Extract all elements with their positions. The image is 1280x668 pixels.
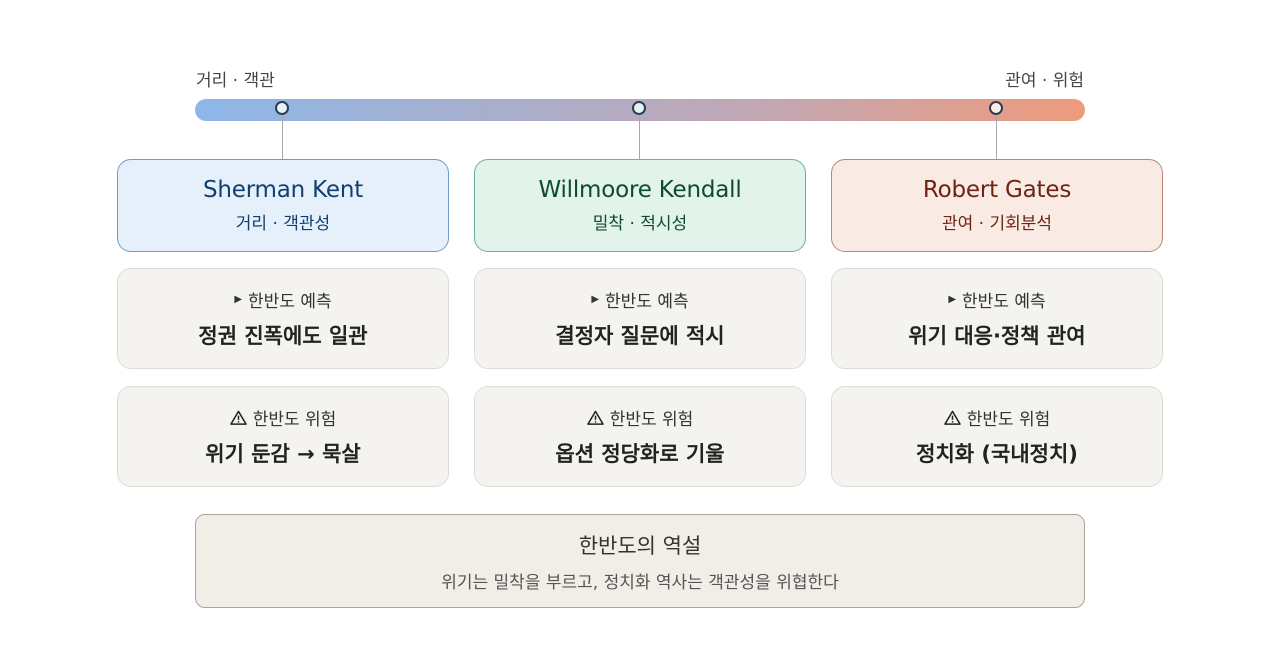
paradox-title: 한반도의 역설: [578, 533, 702, 558]
person-subtitle: 관여 · 기회분석: [941, 214, 1053, 234]
prediction-value: 위기 대응·정책 관여: [908, 324, 1086, 348]
person-card-gates: Robert Gates 관여 · 기회분석: [831, 159, 1163, 252]
warning-icon: [943, 410, 961, 425]
risk-card-kent: 한반도 위험 위기 둔감 → 묵살: [117, 386, 449, 487]
risk-value: 정치화 (국내정치): [916, 442, 1078, 466]
risk-label: 한반도 위험: [252, 410, 337, 430]
paradox-box: 한반도의 역설 위기는 밀착을 부르고, 정치화 역사는 객관성을 위협한다: [195, 514, 1085, 608]
axis-dot-kent: [275, 101, 289, 115]
axis-connector-2: [639, 116, 640, 159]
person-name: Willmoore Kendall: [538, 177, 742, 203]
risk-card-gates: 한반도 위험 정치화 (국내정치): [831, 386, 1163, 487]
prediction-label: 한반도 예측: [962, 292, 1046, 312]
triangle-right-icon: ▶: [234, 294, 243, 305]
person-name: Sherman Kent: [202, 177, 364, 203]
axis-dot-kendall: [632, 101, 646, 115]
person-card-kent: Sherman Kent 거리 · 객관성: [117, 159, 449, 252]
prediction-value: 결정자 질문에 적시: [555, 324, 725, 348]
prediction-card-kent: ▶ 한반도 예측 정권 진폭에도 일관: [117, 268, 449, 369]
paradox-subtitle: 위기는 밀착을 부르고, 정치화 역사는 객관성을 위협한다: [441, 572, 839, 593]
warning-icon: [229, 410, 247, 425]
person-subtitle: 거리 · 객관성: [235, 214, 331, 234]
person-card-kendall: Willmoore Kendall 밀착 · 적시성: [474, 159, 806, 252]
risk-label: 한반도 위험: [609, 410, 694, 430]
risk-card-kendall: 한반도 위험 옵션 정당화로 기울: [474, 386, 806, 487]
axis-connector-3: [996, 116, 997, 159]
triangle-right-icon: ▶: [591, 294, 600, 305]
risk-label: 한반도 위험: [966, 410, 1051, 430]
axis-left-label: 거리 · 객관: [196, 71, 275, 91]
axis-connector-1: [282, 116, 283, 159]
person-name: Robert Gates: [922, 177, 1072, 203]
warning-icon: [586, 410, 604, 425]
risk-value: 옵션 정당화로 기울: [555, 442, 725, 466]
prediction-card-gates: ▶ 한반도 예측 위기 대응·정책 관여: [831, 268, 1163, 369]
risk-value: 위기 둔감 → 묵살: [205, 442, 361, 466]
person-subtitle: 밀착 · 적시성: [592, 214, 688, 234]
axis-right-label: 관여 · 위험: [1005, 71, 1084, 91]
axis-dot-gates: [989, 101, 1003, 115]
triangle-right-icon: ▶: [948, 294, 957, 305]
prediction-card-kendall: ▶ 한반도 예측 결정자 질문에 적시: [474, 268, 806, 369]
prediction-label: 한반도 예측: [248, 292, 332, 312]
prediction-label: 한반도 예측: [605, 292, 689, 312]
prediction-value: 정권 진폭에도 일관: [198, 324, 368, 348]
